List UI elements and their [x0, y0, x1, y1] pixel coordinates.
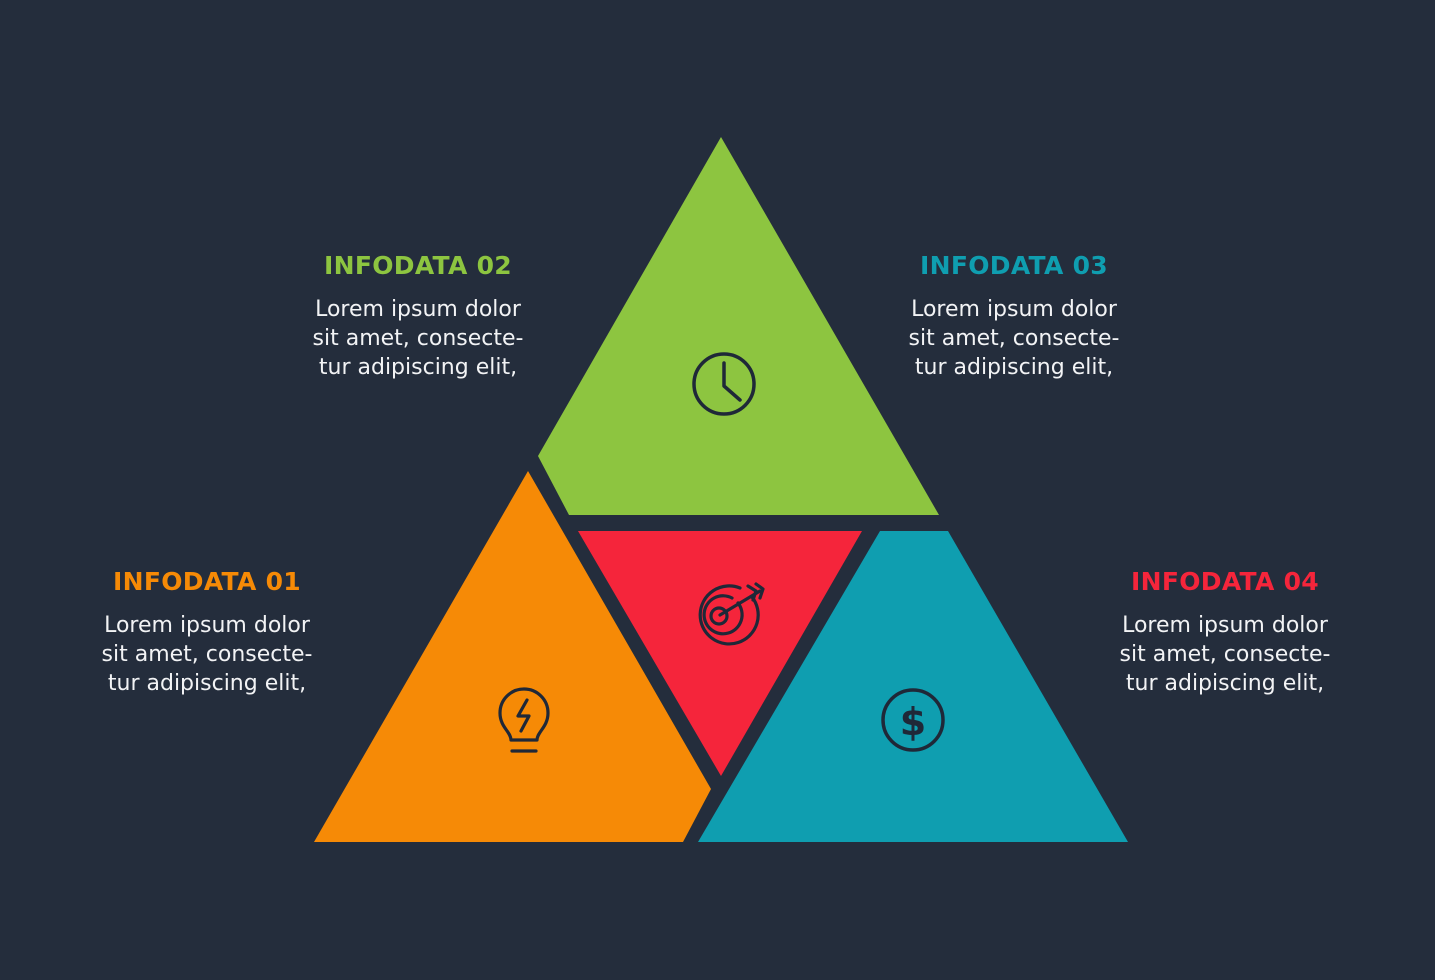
infodata-02-body: Lorem ipsum dolor sit amet, consecte- tu…	[268, 295, 568, 382]
infodata-01-title: INFODATA 01	[113, 567, 301, 596]
infodata-03-line-3: tur adipiscing elit,	[914, 355, 1114, 380]
segment-top	[538, 137, 939, 515]
infodata-04-line-1: Lorem ipsum dolor	[1122, 613, 1328, 638]
infodata-02-line-1: Lorem ipsum dolor	[315, 297, 521, 322]
infodata-03-block: INFODATA 03 Lorem ipsum dolor sit amet, …	[864, 251, 1164, 382]
dollar-coin-icon: $	[881, 688, 945, 752]
infodata-03-body: Lorem ipsum dolor sit amet, consecte- tu…	[864, 295, 1164, 382]
infodata-01-body: Lorem ipsum dolor sit amet, consecte- tu…	[57, 611, 357, 698]
segment-right	[698, 531, 1128, 842]
infodata-03-title: INFODATA 03	[920, 251, 1108, 280]
clock-icon	[692, 352, 756, 416]
lightbulb-icon	[498, 687, 550, 753]
target-arrow-icon	[698, 582, 765, 646]
infodata-04-body: Lorem ipsum dolor sit amet, consecte- tu…	[1075, 611, 1375, 698]
segment-left	[314, 471, 711, 842]
infodata-01-line-1: Lorem ipsum dolor	[104, 613, 310, 638]
infodata-02-block: INFODATA 02 Lorem ipsum dolor sit amet, …	[268, 251, 568, 382]
infodata-04-line-2: sit amet, consecte-	[1119, 642, 1331, 667]
infodata-02-title: INFODATA 02	[324, 251, 512, 280]
segment-center	[578, 531, 862, 776]
infodata-03-line-1: Lorem ipsum dolor	[911, 297, 1117, 322]
infodata-01-line-2: sit amet, consecte-	[101, 642, 313, 667]
infodata-02-line-2: sit amet, consecte-	[312, 326, 524, 351]
infodata-03-line-2: sit amet, consecte-	[908, 326, 1120, 351]
svg-text:$: $	[900, 700, 926, 744]
infodata-02-line-3: tur adipiscing elit,	[318, 355, 518, 380]
infodata-04-line-3: tur adipiscing elit,	[1125, 671, 1325, 696]
infodata-01-line-3: tur adipiscing elit,	[107, 671, 307, 696]
infodata-01-block: INFODATA 01 Lorem ipsum dolor sit amet, …	[57, 567, 357, 698]
infodata-04-block: INFODATA 04 Lorem ipsum dolor sit amet, …	[1075, 567, 1375, 698]
infodata-04-title: INFODATA 04	[1131, 567, 1319, 596]
